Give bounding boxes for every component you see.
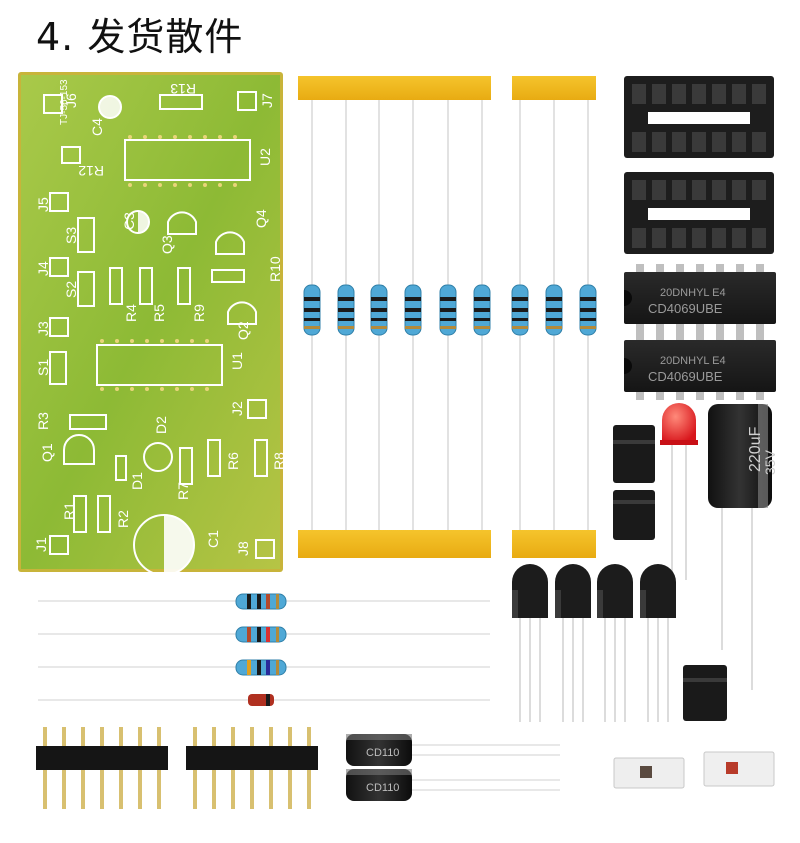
pcb-label: C3	[121, 212, 137, 230]
pcb-board: TJ-56-153 J6 J7 R13 C4 R12 U2 J5 C3 Q4 S…	[18, 72, 299, 576]
pcb-label: R13	[170, 81, 196, 97]
pcb-label: R7	[175, 482, 191, 500]
pcb-label: J3	[35, 321, 51, 336]
red-led	[660, 403, 698, 580]
capacitor-value: 220uF	[747, 426, 764, 472]
transistor	[555, 564, 591, 722]
pcb-label: S1	[35, 359, 51, 376]
pcb-label: R5	[151, 304, 167, 322]
pcb-label: J8	[235, 541, 251, 556]
pcb-label: C4	[89, 118, 105, 136]
pcb-label: J6	[63, 93, 79, 108]
jumper-cap	[683, 665, 727, 721]
pcb-label: S3	[63, 227, 79, 244]
resistor	[235, 593, 287, 610]
pcb-label: D1	[129, 472, 145, 490]
capacitor-marking: CD110	[366, 782, 399, 794]
resistor	[303, 284, 597, 336]
pcb-label: R3	[35, 412, 51, 430]
pcb-label: D2	[153, 416, 169, 434]
capacitor-marking: CD110	[366, 747, 399, 759]
transistor	[512, 564, 548, 722]
loose-leads	[38, 600, 490, 701]
slide-switch	[613, 757, 685, 789]
pcb-label: R4	[123, 304, 139, 322]
pcb-label: Q1	[39, 443, 55, 462]
page-title: 4. 发货散件	[36, 15, 244, 59]
resistor	[235, 659, 287, 676]
pcb-label: J1	[33, 537, 49, 552]
pcb-label: TJ-56-153	[59, 79, 70, 125]
electrolytic-capacitor-large: 220uF 35V	[708, 404, 778, 690]
transistor	[597, 564, 633, 722]
pcb-label: U1	[229, 352, 245, 370]
pcb-label: Q3	[159, 235, 175, 254]
pcb-label: R8	[271, 452, 287, 470]
ic-chip: 20DNHYL E4 CD4069UBE	[624, 264, 776, 332]
pcb-label: Q2	[235, 321, 251, 340]
pcb-label: R2	[115, 510, 131, 528]
chip-marking: CD4069UBE	[648, 301, 723, 316]
pcb-label: C1	[205, 530, 221, 548]
jumper-cap	[613, 425, 655, 483]
pcb-label: J7	[259, 93, 275, 108]
pcb-label: R1	[61, 502, 77, 520]
ic-socket	[624, 172, 774, 254]
pcb-label: JNKS202	[283, 299, 299, 358]
pcb-label: R12	[78, 163, 104, 179]
electrolytic-capacitor-small: CD110	[346, 734, 560, 766]
electrolytic-capacitor-small: CD110	[346, 769, 560, 801]
ic-socket	[624, 76, 774, 158]
ic-chip: 20DNHYL E4 CD4069UBE	[624, 332, 776, 400]
pcb-label: R6	[225, 452, 241, 470]
pcb-label: R9	[191, 304, 207, 322]
chip-marking: 20DNHYL E4	[660, 287, 726, 299]
pcb-label: Q4	[253, 209, 269, 228]
resistor	[235, 626, 287, 643]
chip-marking: 20DNHYL E4	[660, 355, 726, 367]
pin-header	[36, 727, 168, 809]
pcb-label: U2	[257, 148, 273, 166]
diode	[248, 694, 274, 706]
pcb-label: J2	[229, 401, 245, 416]
pcb-label: J4	[35, 261, 51, 276]
resistor-tape-strip	[298, 76, 491, 558]
pin-header	[186, 727, 318, 809]
transistor	[640, 564, 676, 722]
capacitor-voltage: 35V	[762, 449, 778, 475]
pcb-label: S2	[63, 281, 79, 298]
pcb-label: R10	[267, 256, 283, 282]
chip-marking: CD4069UBE	[648, 369, 723, 384]
slide-switch	[703, 751, 775, 787]
pcb-label: J5	[35, 197, 51, 212]
jumper-cap	[613, 490, 655, 540]
